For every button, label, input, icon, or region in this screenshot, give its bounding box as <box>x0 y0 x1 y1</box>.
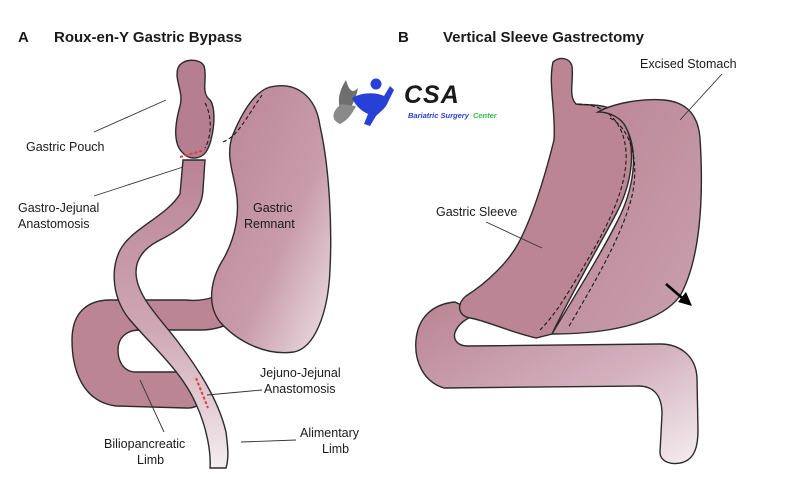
removal-arrow-icon <box>678 292 692 306</box>
label-gastro-jejunal-2: Anastomosis <box>18 217 90 231</box>
label-jejuno-jejunal-1: Jejuno-Jejunal <box>260 366 341 380</box>
label-jejuno-jejunal-2: Anastomosis <box>264 382 336 396</box>
panel-b: B Vertical Sleeve Gastrectomy Excised St… <box>398 29 737 465</box>
label-gastric-remnant-1: Gastric <box>253 201 293 215</box>
gastric-pouch <box>175 59 215 159</box>
panel-a-letter: A <box>18 29 29 46</box>
label-excised-stomach: Excised Stomach <box>640 57 737 71</box>
panel-b-title: Vertical Sleeve Gastrectomy <box>443 29 645 46</box>
logo-acronym: CSA <box>404 81 460 109</box>
label-alimentary-2: Limb <box>322 442 349 456</box>
alimentary-limb <box>113 159 229 469</box>
label-gastric-pouch: Gastric Pouch <box>26 140 105 154</box>
gastric-remnant <box>210 85 332 354</box>
label-gastro-jejunal-1: Gastro-Jejunal <box>18 201 99 215</box>
label-biliopancreatic-2: Limb <box>137 453 164 467</box>
label-gastric-remnant-2: Remnant <box>244 217 295 231</box>
label-alimentary-1: Alimentary <box>300 426 360 440</box>
logo-tagline: Bariatric Surgery Center <box>408 111 498 120</box>
panel-a-title: Roux-en-Y Gastric Bypass <box>54 29 242 46</box>
panel-a: A Roux-en-Y Gastric Bypass Gastric Pouch… <box>18 29 360 469</box>
label-gastric-sleeve: Gastric Sleeve <box>436 205 517 219</box>
panel-b-letter: B <box>398 29 409 46</box>
csa-logo: CSA Bariatric Surgery Center <box>333 78 498 126</box>
logo-figure-icon <box>352 78 394 126</box>
logo-wing-lower-icon <box>333 104 356 124</box>
label-biliopancreatic-1: Biliopancreatic <box>104 437 185 451</box>
duodenum <box>415 301 699 465</box>
